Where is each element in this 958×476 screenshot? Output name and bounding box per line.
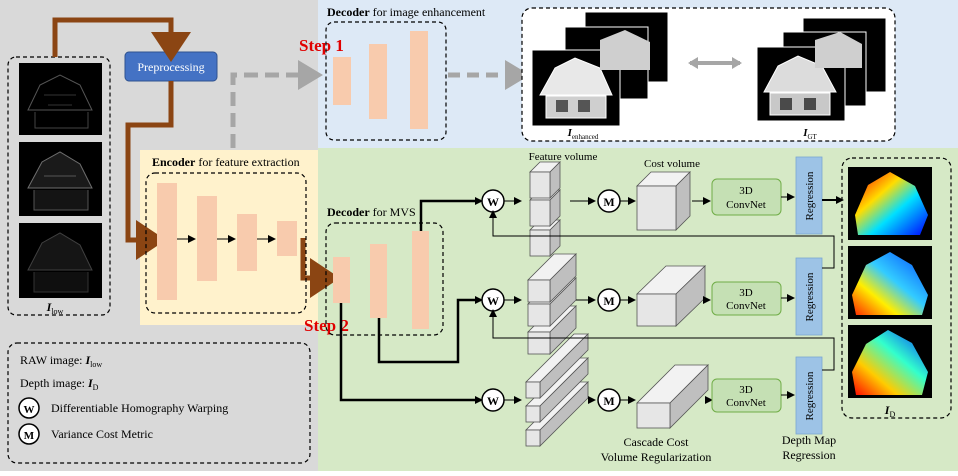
- decoder-mvs-box: [325, 222, 444, 336]
- legend-m-text: Variance Cost Metric: [51, 427, 153, 441]
- preprocessing-label: Preprocessing: [137, 60, 204, 74]
- depth-map-2: [848, 246, 932, 319]
- svg-text:3D: 3D: [739, 185, 753, 197]
- encoder-block-1: [157, 183, 177, 300]
- regression-box-2: Regression: [795, 257, 823, 336]
- input-image-3: [19, 223, 102, 298]
- svg-text:Regression: Regression: [804, 272, 816, 321]
- cost-volume-label: Cost volume: [644, 158, 700, 170]
- feedback-loop-2: [489, 309, 835, 371]
- feature-volume-stack-2: [527, 253, 577, 355]
- svg-text:W: W: [487, 294, 499, 308]
- decoder-mvs-block-2: [370, 244, 387, 318]
- svg-text:W: W: [24, 404, 35, 416]
- legend-w-icon: W: [18, 397, 40, 419]
- svg-text:W: W: [487, 394, 499, 408]
- decoder-mvs-title: Decoder for MVS: [327, 205, 416, 219]
- decoder-arrow-to-w2: [377, 296, 483, 364]
- svg-text:M: M: [603, 394, 614, 408]
- svg-text:3D: 3D: [739, 287, 753, 299]
- svg-text:ConvNet: ConvNet: [726, 300, 766, 312]
- svg-text:Regression: Regression: [804, 171, 816, 220]
- warp-node-2: W: [481, 288, 505, 312]
- svg-text:ConvNet: ConvNet: [726, 397, 766, 409]
- legend-box: [7, 342, 311, 464]
- regression-box-3: Regression: [795, 356, 823, 435]
- svg-text:3D: 3D: [739, 384, 753, 396]
- cost-volume-1: [636, 171, 691, 231]
- decoder-enh-block-2: [369, 44, 387, 119]
- encoder-box: [145, 172, 307, 314]
- gt-image-stack: [756, 17, 887, 122]
- decoder-enh-block-3: [410, 31, 428, 129]
- depth-output-box: [841, 157, 952, 419]
- decoder-arrow-to-w1: [419, 197, 483, 231]
- decoder-enh-title: Decoder for image enhancement: [327, 5, 486, 19]
- input-image-1: [19, 63, 102, 135]
- enhanced-image-stack: [531, 11, 669, 127]
- convnet-box-1: 3D ConvNet: [711, 178, 782, 216]
- i-enhanced-label: Ienhanced: [567, 127, 599, 141]
- brown-arrow-to-decoder: [300, 238, 340, 298]
- decoder-enh-block-1: [333, 57, 351, 105]
- i-low-label: Ilow: [46, 300, 64, 316]
- feature-volume-label: Feature volume: [529, 151, 598, 163]
- svg-text:W: W: [487, 195, 499, 209]
- gray-arrow-to-decoder-enh: [230, 60, 323, 148]
- brown-arrow-to-encoder: [125, 81, 174, 260]
- cost-volume-3: [636, 364, 709, 429]
- svg-text:M: M: [24, 430, 35, 442]
- cascade-caption-line2: Volume Regularization: [601, 450, 712, 464]
- metric-node-1: M: [597, 189, 621, 213]
- decoder-mvs-block-3: [412, 231, 429, 329]
- encoder-block-2: [197, 196, 217, 281]
- convnet-box-3: 3D ConvNet: [711, 378, 782, 413]
- feature-volume-stack-1: [529, 161, 561, 257]
- encoder-block-4: [277, 221, 297, 256]
- metric-node-2: M: [597, 288, 621, 312]
- svg-text:Regression: Regression: [804, 371, 816, 420]
- cascade-caption-line1: Cascade Cost: [624, 435, 690, 449]
- legend-m-icon: M: [18, 423, 40, 445]
- brown-arrow-to-preprocessing: [52, 17, 191, 62]
- encoder-block-3: [237, 214, 257, 271]
- input-image-2: [19, 142, 102, 216]
- warp-node-1: W: [481, 189, 505, 213]
- regression-box-1: Regression: [795, 156, 823, 235]
- legend-w-text: Differentiable Homography Warping: [51, 401, 228, 415]
- convnet-box-2: 3D ConvNet: [711, 281, 782, 316]
- decoder-mvs-block-1: [333, 257, 350, 303]
- i-d-label: ID: [884, 403, 896, 419]
- legend-raw: RAW image: Ilow: [20, 353, 102, 369]
- depth-map-3: [848, 325, 932, 398]
- decoder-enh-box: [325, 21, 447, 141]
- decoder-arrow-to-w3: [339, 303, 483, 404]
- depth-map-1: [848, 167, 932, 240]
- step2-label: Step 2: [304, 316, 349, 335]
- step1-label: Step 1: [299, 36, 344, 55]
- depth-caption-line2: Regression: [782, 448, 835, 462]
- feedback-loop-1: [489, 210, 835, 269]
- svg-text:M: M: [603, 294, 614, 308]
- i-gt-label: IGT: [802, 127, 817, 141]
- encoder-title: Encoder for feature extraction: [152, 155, 300, 169]
- svg-text:M: M: [603, 195, 614, 209]
- input-images-box: [7, 56, 111, 316]
- svg-text:ConvNet: ConvNet: [726, 199, 766, 211]
- warp-node-3: W: [481, 388, 505, 412]
- feature-volume-stack-3: [525, 333, 589, 447]
- depth-caption-line1: Depth Map: [782, 433, 836, 447]
- legend-depth: Depth image: ID: [20, 376, 99, 392]
- metric-node-3: M: [597, 388, 621, 412]
